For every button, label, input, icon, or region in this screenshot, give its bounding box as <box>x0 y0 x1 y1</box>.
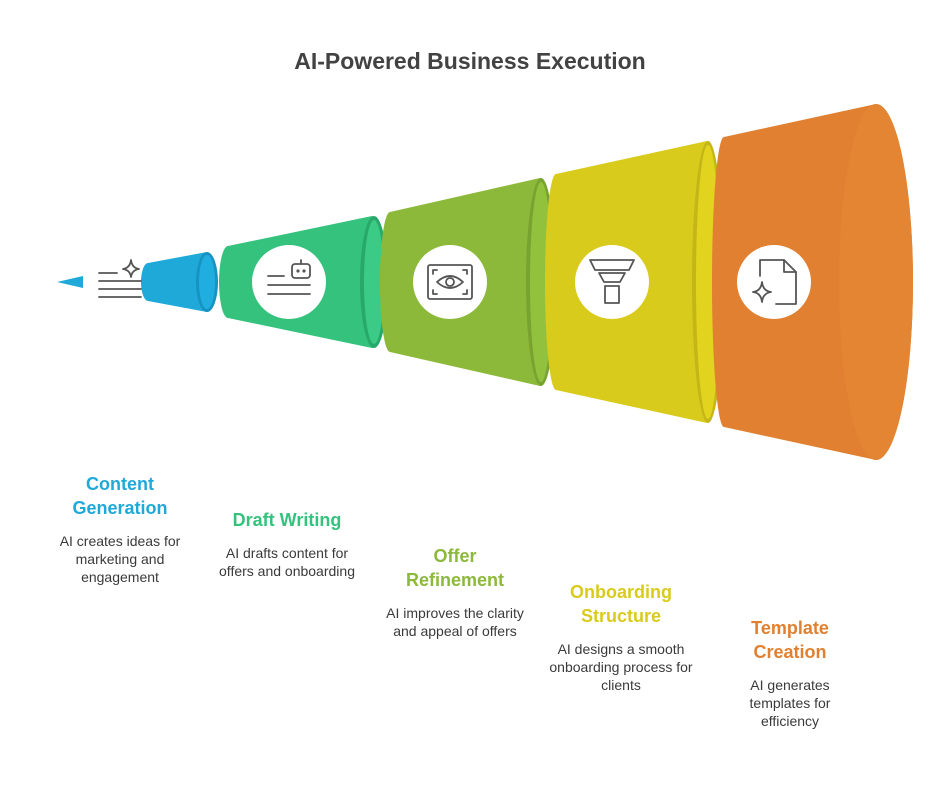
diagram-title: AI-Powered Business Execution <box>294 48 646 74</box>
stage-description: AI creates ideas for marketing and engag… <box>59 533 181 585</box>
funnel-icon <box>575 245 649 319</box>
stage-description: AI improves the clarity and appeal of of… <box>386 605 524 639</box>
robot-text-icon <box>252 245 326 319</box>
stage-onboarding-structure: Onboarding Structure AI designs a smooth… <box>545 580 697 694</box>
stage-title: Draft Writing <box>232 510 342 530</box>
stage-title: Onboarding Structure <box>570 582 672 626</box>
stage-description: AI generates templates for efficiency <box>749 677 831 729</box>
funnel-segment-content-generation <box>141 252 218 312</box>
stage-description: AI designs a smooth onboarding process f… <box>549 641 693 693</box>
document-sparkle-icon <box>737 245 811 319</box>
stage-title: Offer Refinement <box>405 546 504 590</box>
stage-title: Content Generation <box>72 474 168 518</box>
funnel-segment-template-creation <box>712 104 913 460</box>
text-sparkle-icon <box>98 259 142 298</box>
stage-offer-refinement: Offer Refinement AI improves the clarity… <box>380 544 530 640</box>
funnel-tip <box>57 276 83 288</box>
eye-scan-icon <box>413 245 487 319</box>
stage-description: AI drafts content for offers and onboard… <box>219 545 355 579</box>
stage-draft-writing: Draft Writing AI drafts content for offe… <box>212 508 362 580</box>
stage-template-creation: Template Creation AI generates templates… <box>725 616 855 730</box>
stage-title: Template Creation <box>751 618 829 662</box>
stage-content-generation: Content Generation AI creates ideas for … <box>45 472 195 586</box>
